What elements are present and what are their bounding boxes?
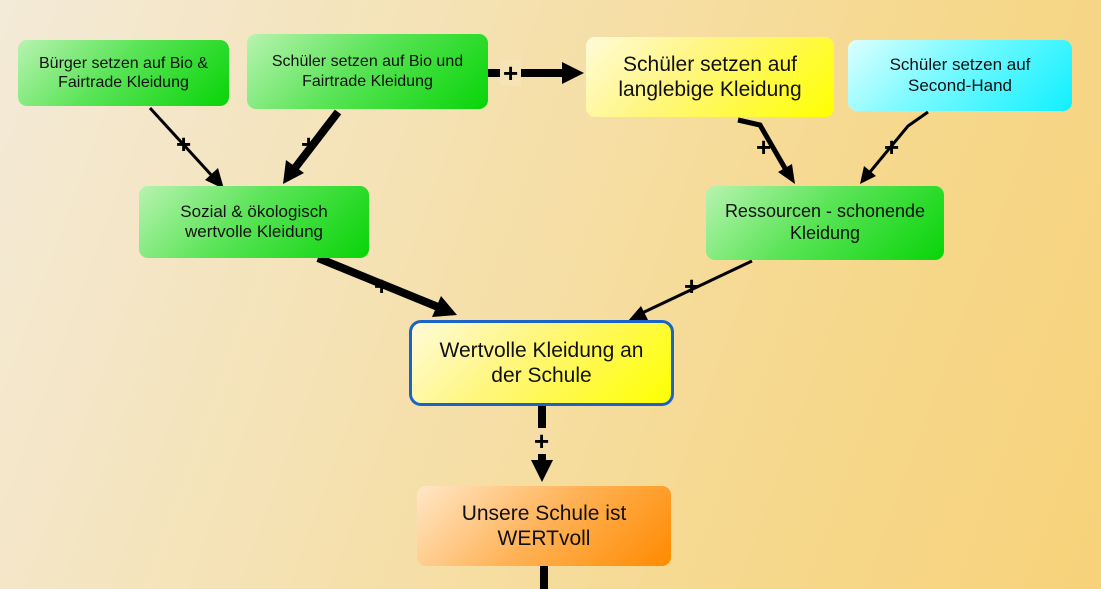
link-label-schueler-bio-to-langlebig: + — [500, 60, 522, 86]
arrowhead-icon — [860, 166, 876, 184]
link-second-hand-to-ressourcen — [868, 110, 929, 173]
link-label-buerger-to-sozial: + — [176, 129, 192, 159]
node-buerger-bio: Bürger setzen auf Bio & Fairtrade Kleidu… — [18, 40, 229, 106]
arrowhead-icon — [283, 160, 304, 184]
arrowhead-icon — [778, 164, 795, 184]
arrowhead-icon — [205, 168, 224, 189]
link-label-sozial-to-wertvoll: + — [374, 271, 390, 301]
node-unsere-schule-text: Unsere Schule ist WERTvoll — [461, 501, 627, 550]
node-ressourcen: Ressourcen - schonende Kleidung — [706, 186, 944, 260]
node-sozial-oekologisch-text: Sozial & ökologisch wertvolle Kleidung — [180, 201, 328, 241]
link-label-second-hand-to-ressourcen: + — [884, 132, 900, 162]
node-schueler-langlebig: Schüler setzen auf langlebige Kleidung — [586, 37, 834, 117]
link-sozial-to-wertvoll — [316, 254, 440, 311]
node-schueler-second-hand-text: Schüler setzen auf Second-Hand — [889, 55, 1031, 95]
link-label-langlebig-to-ressourcen: + — [756, 132, 772, 162]
link-label-schueler-bio-to-sozial: + — [301, 129, 317, 159]
link-label-wertvoll-to-schule: + — [532, 426, 552, 456]
node-wertvolle-kleidung-text: Wertvolle Kleidung an der Schule — [439, 338, 644, 387]
arrowhead-icon — [432, 296, 457, 317]
node-ressourcen-text: Ressourcen - schonende Kleidung — [724, 201, 926, 243]
node-schueler-second-hand: Schüler setzen auf Second-Hand — [848, 40, 1072, 111]
node-schueler-langlebig-text: Schüler setzen auf langlebige Kleidung — [618, 52, 802, 101]
node-unsere-schule: Unsere Schule ist WERTvoll — [417, 486, 671, 566]
node-schueler-bio: Schüler setzen auf Bio und Fairtrade Kle… — [247, 34, 488, 109]
link-label-ressourcen-to-wertvoll: + — [684, 271, 700, 301]
link-buerger-to-sozial — [148, 106, 216, 180]
arrowhead-icon — [562, 62, 584, 84]
link-ressourcen-to-wertvoll — [639, 259, 753, 316]
arrowhead-icon — [628, 306, 648, 321]
node-buerger-bio-text: Bürger setzen auf Bio & Fairtrade Kleidu… — [39, 54, 208, 91]
node-wertvolle-kleidung: Wertvolle Kleidung an der Schule — [409, 320, 674, 406]
arrowhead-icon — [531, 460, 553, 482]
link-schueler-bio-to-sozial — [291, 109, 342, 171]
node-schueler-bio-text: Schüler setzen auf Bio und Fairtrade Kle… — [271, 53, 464, 90]
link-langlebig-to-ressourcen — [737, 117, 789, 172]
node-sozial-oekologisch: Sozial & ökologisch wertvolle Kleidung — [139, 186, 369, 258]
